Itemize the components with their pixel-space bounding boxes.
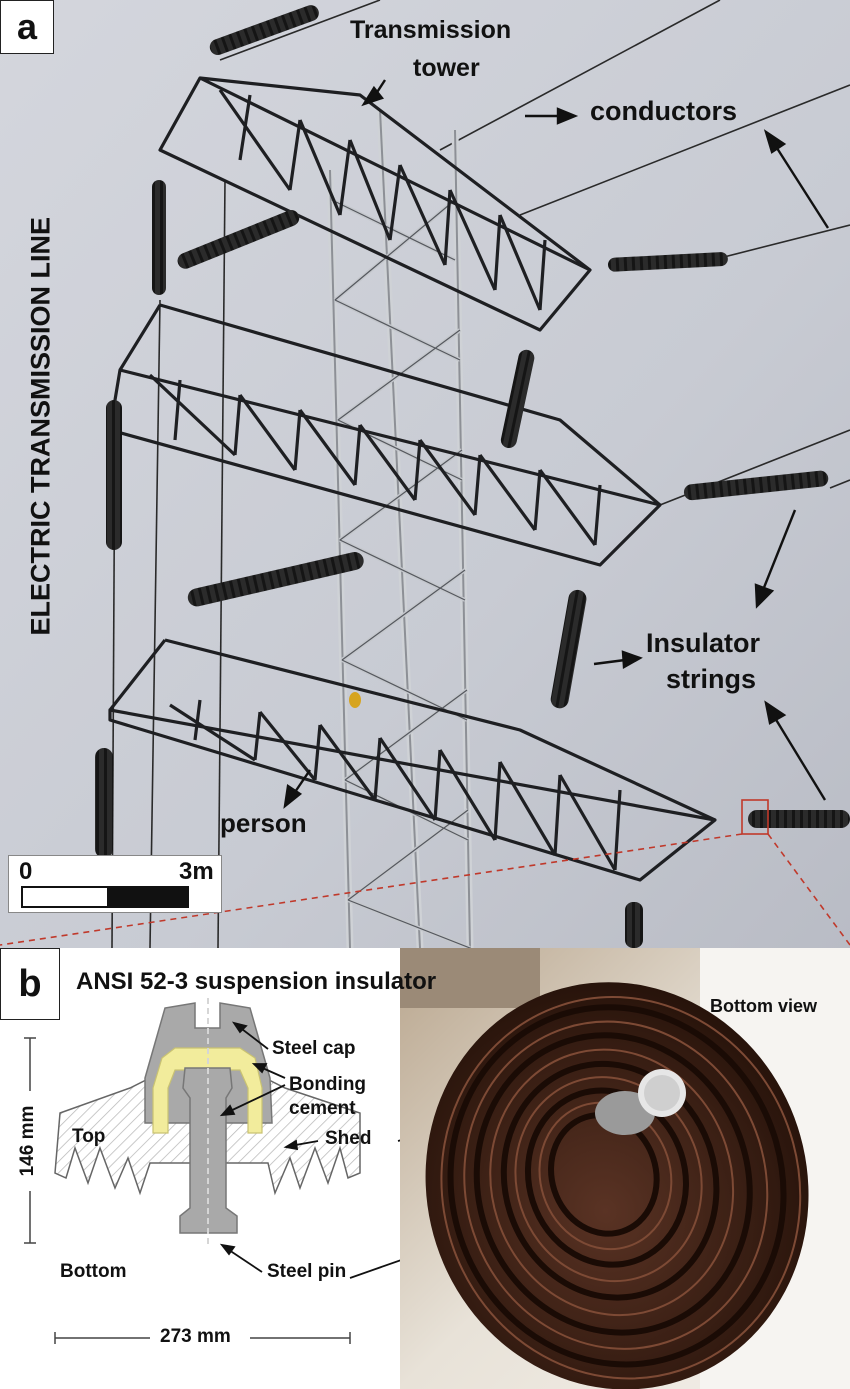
bonding-cement-label-line2: cement — [289, 1098, 356, 1119]
top-label: Top — [72, 1126, 106, 1147]
insulator-strings-label-line2: strings — [666, 664, 757, 694]
steel-pin-label: Steel pin — [267, 1261, 347, 1282]
scale-bar-black-segment — [107, 886, 189, 908]
steel-cap-label: Steel cap — [272, 1038, 356, 1059]
panel-b: Bottom view — [0, 948, 850, 1389]
scale-bar: 0 3m — [8, 855, 222, 913]
electric-transmission-line-title: ELECTRIC TRANSMISSION LINE — [25, 216, 56, 636]
shed-label: Shed — [325, 1128, 372, 1149]
insulator-cross-section-diagram — [24, 998, 400, 1344]
scale-bar-start-label: 0 — [19, 858, 33, 885]
panel-a: a Transmission tower conductors Insulato… — [0, 0, 850, 948]
transmission-tower-photo — [0, 0, 850, 948]
panel-b-tag: b — [0, 948, 60, 1020]
scale-bar-end-label: 3m — [179, 858, 214, 885]
width-dimension-label: 273 mm — [160, 1326, 231, 1347]
scale-bar-white-segment — [21, 886, 109, 908]
transmission-tower-label-line1: Transmission — [350, 16, 512, 44]
person-label: person — [220, 808, 307, 838]
bonding-cement-label-line1: Bonding — [289, 1074, 367, 1095]
bottom-view-label: Bottom view — [710, 996, 818, 1016]
insulator-bottom-view-photo — [400, 948, 850, 1389]
insulator-strings-label-line1: Insulator — [646, 628, 761, 658]
bottom-label: Bottom — [60, 1261, 127, 1282]
panel-a-tag: a — [0, 0, 54, 54]
conductors-label: conductors — [590, 96, 738, 126]
height-dimension-label: 146 mm — [17, 1091, 39, 1191]
panel-b-title: ANSI 52-3 suspension insulator — [76, 968, 437, 995]
transmission-tower-label-line2: tower — [413, 54, 480, 82]
